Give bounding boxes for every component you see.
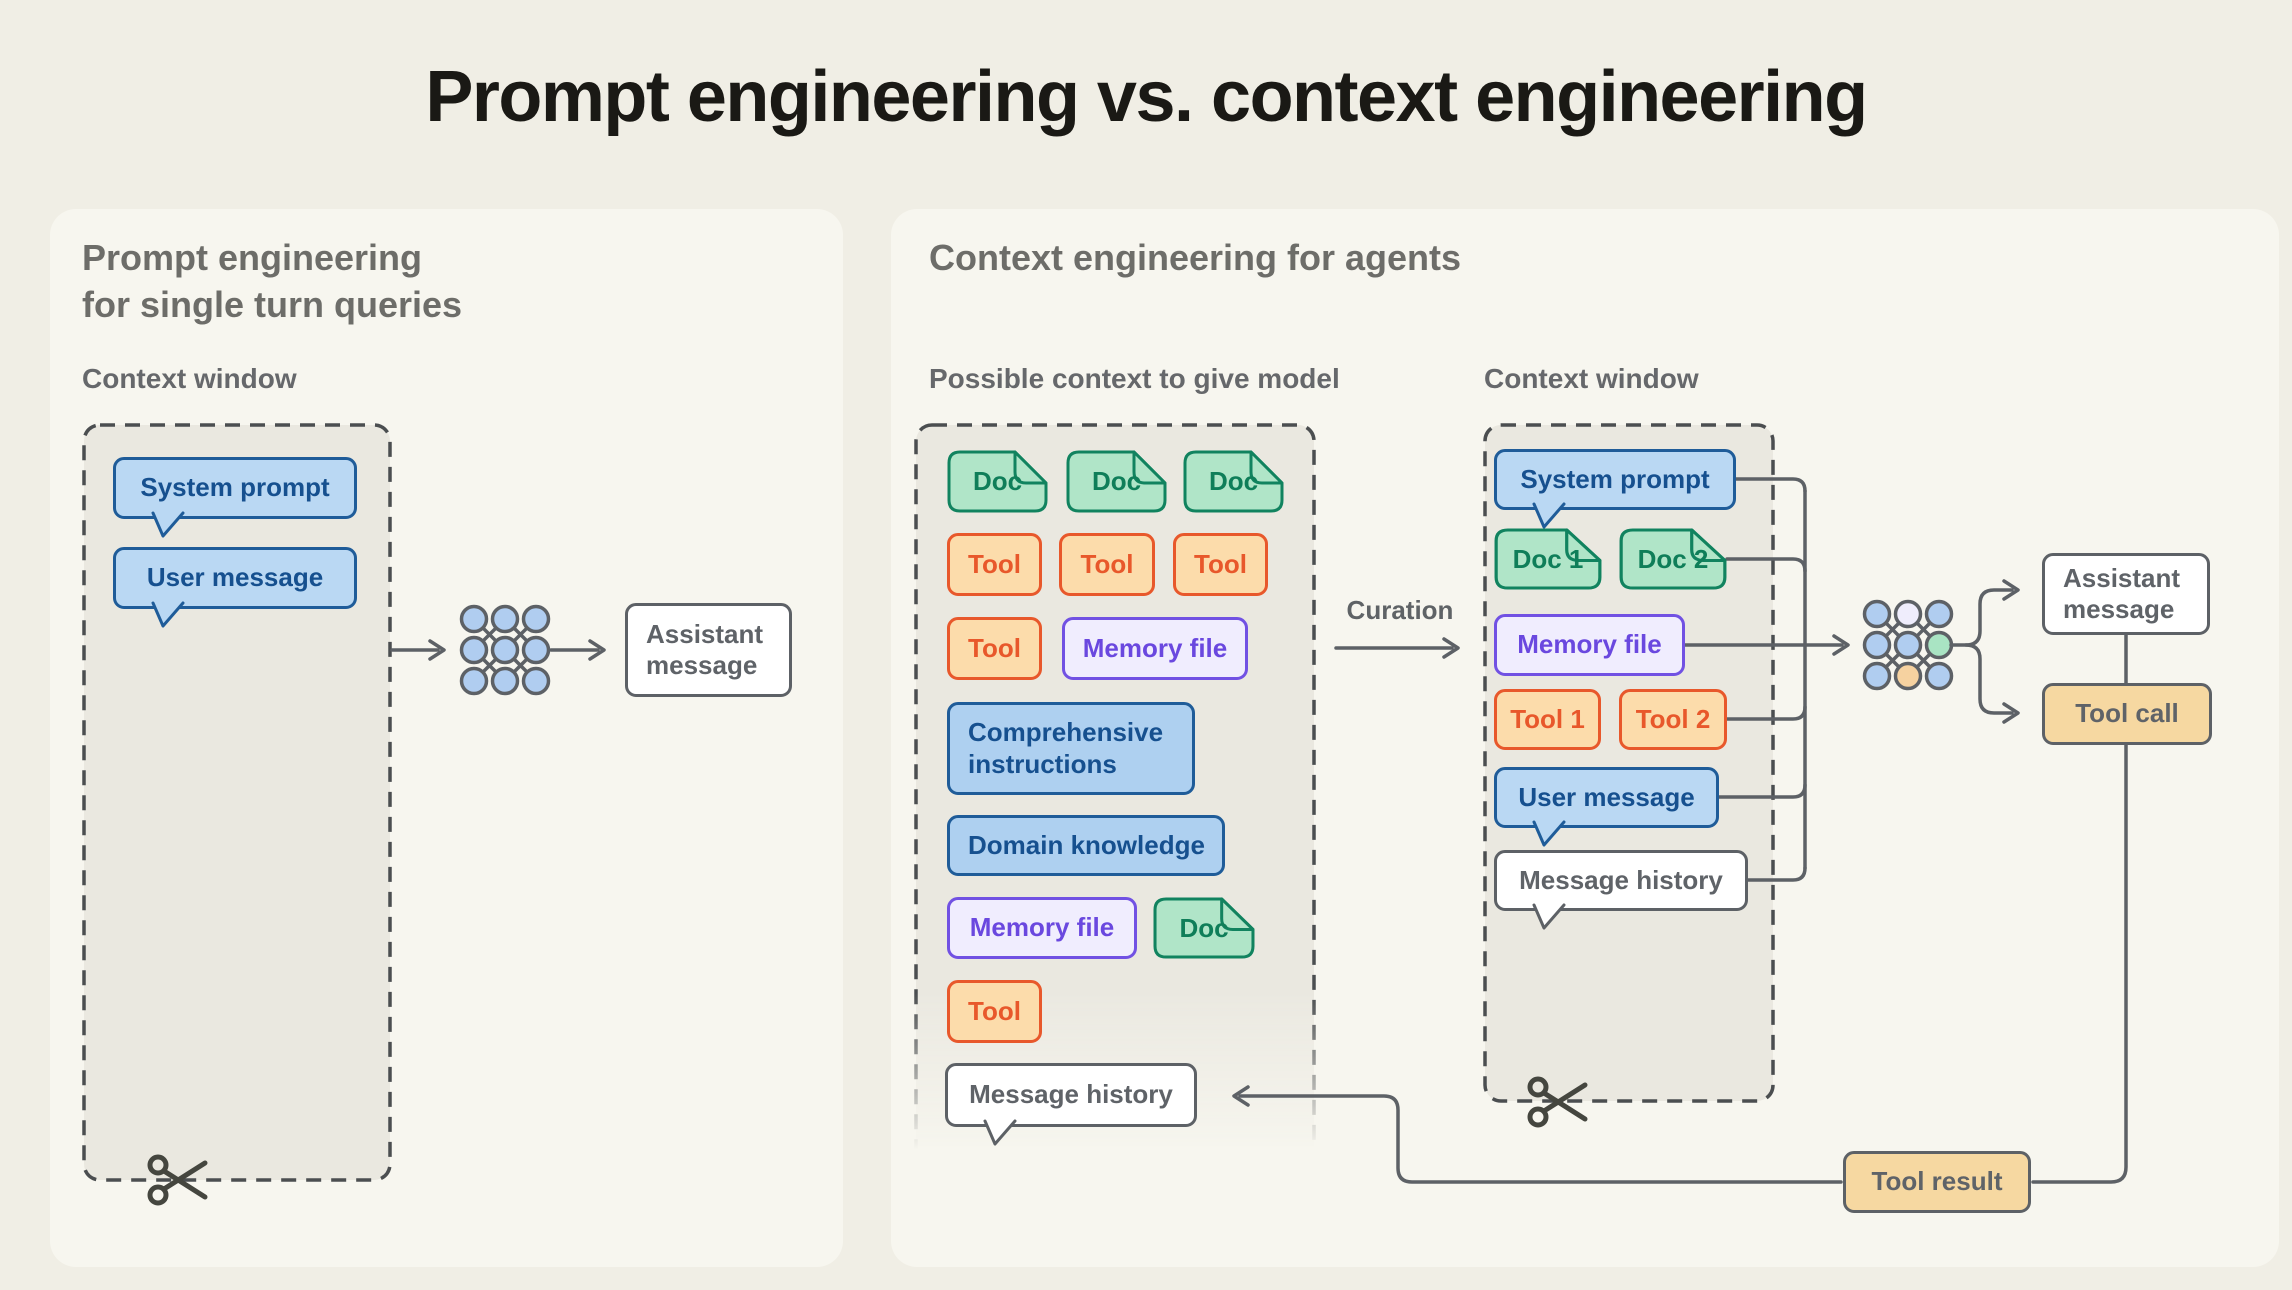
assistant-message-box: Assistant message [2042, 553, 2210, 635]
user-message-label: User message [1518, 781, 1695, 812]
system-prompt-label: System prompt [140, 472, 330, 503]
right-card-heading: Context engineering for agents [929, 237, 1462, 278]
doc-item: Doc [1153, 897, 1255, 959]
memory-file-item: Memory file [947, 897, 1137, 959]
tool-item: Tool [947, 617, 1042, 680]
memory-file-label: Memory file [1517, 629, 1662, 660]
neural-network-icon [459, 604, 551, 696]
scissors-icon [1527, 1076, 1588, 1128]
left-context-window-panel [82, 423, 392, 1182]
doc-item: Doc [1066, 450, 1167, 513]
user-message-label: User message [146, 562, 324, 593]
system-prompt-bubble: System prompt [1494, 449, 1736, 529]
doc1-item: Doc 1 [1494, 528, 1602, 590]
tool1-item: Tool 1 [1494, 689, 1601, 750]
message-history-label: Message history [1519, 864, 1723, 895]
document-folded-corner-icon [1066, 450, 1167, 513]
left-context-window-label: Context window [82, 363, 297, 394]
memory-file-item: Memory file [1494, 614, 1685, 676]
tool-label: Tool [968, 548, 1021, 579]
user-message-bubble: User message [1494, 767, 1719, 847]
message-history-bubble: Message history [1494, 850, 1748, 930]
tool1-label: Tool 1 [1510, 703, 1585, 734]
assistant-message-label: Assistant message [646, 618, 764, 680]
model-output-bracket [1949, 579, 2020, 724]
curation-label: Curation [1346, 595, 1454, 625]
doc-label: Doc [1091, 466, 1142, 496]
speech-tail [983, 1119, 1017, 1146]
document-folded-corner-icon [1494, 528, 1602, 590]
heading-line: Prompt engineering [82, 237, 423, 278]
speech-tail [1532, 502, 1566, 529]
memory-file-label: Memory file [969, 912, 1115, 943]
arrow-right-icon [588, 639, 606, 661]
doc-label: Doc [972, 466, 1023, 496]
doc2-label: Doc 2 [1637, 543, 1709, 574]
tool-item: Tool [1173, 533, 1268, 596]
speech-tail [1532, 820, 1566, 847]
arrow-right-icon [428, 639, 446, 661]
tool-item: Tool [947, 980, 1042, 1043]
domain-knowledge-label: Domain knowledge [968, 829, 1205, 860]
left-card-heading: Prompt engineering for single turn queri… [82, 234, 462, 328]
memory-file-label: Memory file [1082, 632, 1228, 663]
doc-item: Doc [947, 450, 1048, 513]
comprehensive-instructions-item: Comprehensive instructions [947, 702, 1195, 795]
scissors-icon [147, 1154, 208, 1206]
doc-item: Doc [1183, 450, 1284, 513]
document-folded-corner-icon [1619, 528, 1727, 590]
tool-item: Tool [947, 533, 1042, 596]
tool-label: Tool [968, 995, 1021, 1026]
doc1-label: Doc 1 [1512, 543, 1584, 574]
document-folded-corner-icon [1183, 450, 1284, 513]
doc-label: Doc [1208, 466, 1259, 496]
neural-network-icon [1862, 599, 1954, 691]
tool-loop-connectors [1232, 633, 2128, 1184]
tool2-label: Tool 2 [1635, 703, 1711, 734]
tool-call-label: Tool call [2075, 698, 2179, 729]
right-context-window-label: Context window [1484, 363, 1699, 394]
tool-call-box: Tool call [2042, 683, 2212, 745]
possible-context-label: Possible context to give model [929, 363, 1340, 394]
tool-label: Tool [1080, 548, 1134, 579]
system-prompt-label: System prompt [1520, 463, 1710, 494]
context-bus-connectors [1683, 477, 1850, 882]
message-history-label: Message history [969, 1079, 1173, 1110]
tool-label: Tool [1194, 548, 1247, 579]
message-history-bubble: Message history [945, 1063, 1197, 1146]
tool-label: Tool [968, 632, 1021, 663]
left-flow-arrows [390, 639, 606, 661]
memory-file-item: Memory file [1062, 617, 1248, 680]
speech-tail [151, 511, 185, 538]
tool-result-box: Tool result [1843, 1151, 2031, 1213]
assistant-message-label: Assistant message [2063, 562, 2181, 624]
doc-label: Doc [1179, 912, 1229, 943]
page-title: Prompt engineering vs. context engineeri… [425, 57, 1868, 137]
user-message-bubble: User message [113, 547, 357, 628]
domain-knowledge-item: Domain knowledge [947, 815, 1225, 876]
document-folded-corner-icon [947, 450, 1048, 513]
speech-tail [151, 601, 185, 628]
heading-line: for single turn queries [82, 284, 463, 325]
tool-item: Tool [1059, 533, 1155, 596]
document-folded-corner-icon [1153, 897, 1255, 959]
speech-tail [1532, 903, 1566, 930]
agent-context-window-panel [1483, 423, 1775, 1103]
curation-arrow [1334, 637, 1460, 659]
doc2-item: Doc 2 [1619, 528, 1727, 590]
tool-result-label: Tool result [1871, 1166, 2003, 1197]
comprehensive-instructions-label: Comprehensive instructions [968, 717, 1164, 779]
assistant-message-box: Assistant message [625, 603, 792, 697]
system-prompt-bubble: System prompt [113, 457, 357, 538]
tool2-item: Tool 2 [1619, 689, 1727, 750]
